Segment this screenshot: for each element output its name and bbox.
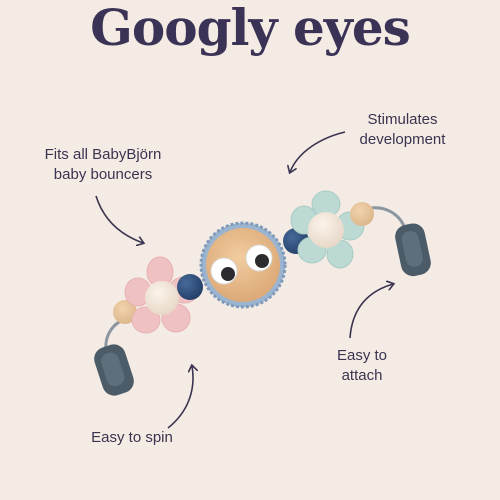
arrow-attach-icon [349,284,393,339]
mint-flower [290,190,365,269]
callout-attach-line2: attach [341,367,383,384]
right-clip [369,206,431,277]
callout-easy-to-attach: Easy to attach [322,346,402,386]
googly-eyes-disc [199,221,287,309]
left-clip [94,316,134,396]
callout-easy-to-spin: Easy to spin [91,429,173,446]
right-googly-eye-icon [245,244,273,272]
callout-stimulates-line1: Stimulates [367,111,438,128]
callout-stimulates-line2: development [359,131,446,148]
callout-fits-line1: Fits all BabyBjörn [44,146,162,163]
arrow-stimulates-icon [290,131,346,172]
left-navy-bead [177,274,203,300]
right-tan-bead [350,202,374,226]
callout-fits-all-bouncers: Fits all BabyBjörn baby bouncers [28,145,178,185]
left-tan-bead [113,300,137,324]
arrow-spin-icon [167,366,193,429]
callout-attach-line1: Easy to [336,347,388,364]
callout-fits-line2: baby bouncers [53,166,153,183]
arrow-fits-icon [95,195,143,243]
callout-stimulates-development: Stimulates development [340,110,465,150]
page-title: Googly eyes [90,0,411,57]
left-googly-eye-icon [210,257,238,285]
